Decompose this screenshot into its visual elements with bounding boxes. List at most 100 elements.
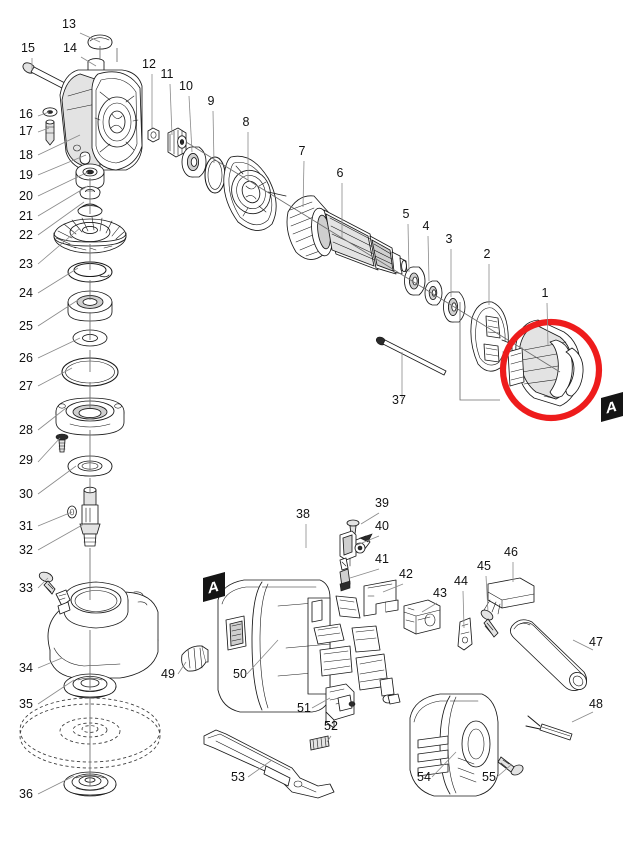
- callout-number: 47: [589, 635, 603, 649]
- part-5-bearing: [404, 266, 426, 296]
- callout-leader-line: [246, 639, 279, 675]
- callout-15: 15: [21, 41, 35, 70]
- callout-leader-line: [188, 95, 193, 153]
- callout-number: 25: [19, 319, 33, 333]
- callout-number: 24: [19, 286, 33, 300]
- callout-number: 43: [433, 586, 447, 600]
- callout-number: 54: [417, 770, 431, 784]
- part-11-pinion: [167, 127, 187, 158]
- callout-number: 36: [19, 787, 33, 801]
- callout-leader-line: [421, 602, 438, 613]
- part-group-motor: [147, 127, 584, 407]
- callout-4: 4: [423, 219, 430, 282]
- callout-48: 48: [571, 697, 603, 723]
- highlight-circle-part-1: [499, 318, 603, 422]
- part-43-terminal-block: [403, 599, 441, 635]
- callout-20: 20: [19, 171, 89, 203]
- callout-55: 55: [482, 763, 513, 784]
- callout-number: 18: [19, 148, 33, 162]
- callout-16: 16: [19, 107, 50, 121]
- callout-number: 2: [484, 247, 491, 261]
- callout-number: 11: [161, 67, 174, 81]
- callout-22: 22: [19, 201, 85, 242]
- callout-number: 10: [179, 79, 193, 93]
- callout-leader-line: [79, 32, 101, 43]
- part-54-rear-cover: [409, 693, 499, 797]
- callout-number: 33: [19, 581, 33, 595]
- part-40-switch: [339, 530, 373, 567]
- callout-number: 4: [423, 219, 430, 233]
- callout-leader-line: [407, 223, 410, 273]
- part-19-key: [79, 151, 91, 165]
- callout-number: 27: [19, 379, 33, 393]
- callout-number: 17: [19, 124, 33, 138]
- callout-number: 1: [542, 286, 549, 300]
- section-marker-shape: [203, 572, 225, 602]
- callout-number: 23: [19, 257, 33, 271]
- part-9-o-ring: [204, 156, 226, 194]
- part-16-washer: [42, 107, 58, 117]
- callout-leader-line: [37, 657, 63, 669]
- callout-19: 19: [19, 154, 87, 182]
- callout-number: 22: [19, 228, 33, 242]
- callout-number: 3: [446, 232, 453, 246]
- callout-number: 32: [19, 543, 33, 557]
- part-8-baffle-plate: [223, 155, 287, 231]
- callout-10: 10: [179, 79, 193, 153]
- callout-49: 49: [161, 661, 187, 681]
- callout-leader-line: [37, 367, 73, 387]
- callout-9: 9: [208, 94, 215, 164]
- callout-leader-line: [546, 302, 549, 346]
- callout-leader-line: [37, 227, 81, 265]
- callout-leader-line: [169, 83, 173, 136]
- callout-leader-line: [37, 679, 75, 705]
- part-group-gear-housing: [22, 34, 143, 547]
- section-markers: AA: [203, 392, 623, 602]
- callout-28: 28: [19, 407, 67, 437]
- callout-number: 20: [19, 189, 33, 203]
- callout-number: 15: [21, 41, 35, 55]
- callout-number: 21: [19, 209, 33, 223]
- part-37-long-screw: [375, 336, 447, 376]
- section-marker-a: A: [601, 392, 623, 422]
- callout-number: 50: [233, 667, 247, 681]
- callout-leader-line: [311, 697, 331, 709]
- callout-8: 8: [243, 115, 250, 180]
- callout-number: 31: [19, 519, 33, 533]
- part-17-pin: [45, 119, 55, 146]
- callout-leader-line: [212, 110, 215, 164]
- section-marker-label: A: [208, 578, 219, 598]
- callout-number: 34: [19, 661, 33, 675]
- callout-number: 38: [296, 507, 310, 521]
- callout-14: 14: [63, 41, 97, 67]
- callout-leader-line: [37, 111, 50, 117]
- callout-50: 50: [233, 639, 279, 681]
- callout-number: 44: [454, 574, 468, 588]
- callout-leader-line: [356, 535, 380, 546]
- callout-leader-line: [496, 763, 513, 778]
- part-41-carbon-brush: [339, 557, 351, 592]
- callout-leader-line: [382, 583, 404, 593]
- callout-52: 52: [324, 719, 338, 743]
- callout-leader-line: [37, 127, 50, 133]
- part-48-lead-wire: [525, 715, 573, 741]
- callout-leader-line: [37, 437, 61, 463]
- callout-number: 29: [19, 453, 33, 467]
- callout-47: 47: [572, 635, 603, 651]
- callout-43: 43: [421, 586, 447, 613]
- callout-38: 38: [296, 507, 310, 548]
- callout-leader-line: [571, 711, 594, 723]
- callout-number: 30: [19, 487, 33, 501]
- callout-39: 39: [360, 496, 389, 525]
- callout-7: 7: [299, 144, 306, 208]
- callout-number: 7: [299, 144, 306, 158]
- callout-40: 40: [356, 519, 389, 546]
- callout-46: 46: [504, 545, 518, 582]
- part-3-bearing: [443, 291, 466, 323]
- callout-leader-line: [80, 56, 97, 67]
- callout-33: 33: [19, 577, 49, 595]
- callout-45: 45: [477, 559, 491, 613]
- part-47-side-handle: [509, 619, 587, 691]
- part-51-lever-bracket: [325, 683, 356, 729]
